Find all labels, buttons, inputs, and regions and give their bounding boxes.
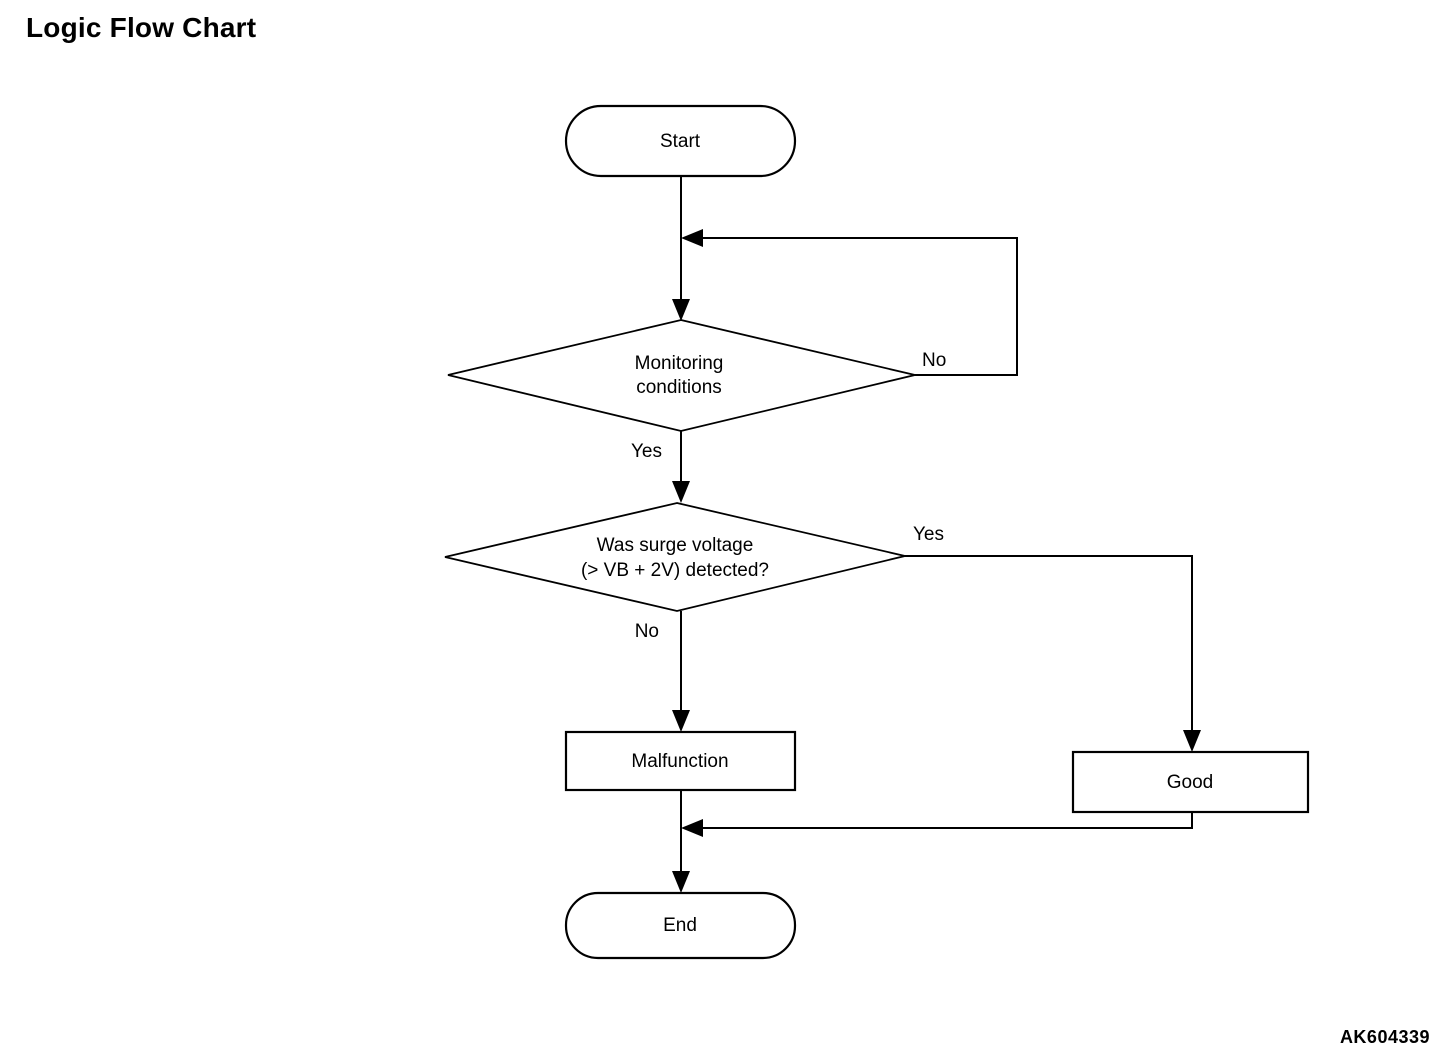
start-label: Start	[660, 131, 701, 152]
edge-surge-yes	[905, 555, 1201, 752]
edge-label-monitoring-yes: Yes	[631, 441, 662, 462]
arrow-into-spine-loop	[681, 229, 703, 247]
node-monitoring[interactable]: Monitoring conditions	[447, 319, 916, 432]
good-label: Good	[1167, 772, 1213, 793]
node-start[interactable]: Start	[564, 104, 797, 178]
arrow-into-malfunction	[672, 710, 690, 732]
edge-start-to-monitoring	[672, 172, 690, 321]
start-shape	[564, 104, 797, 178]
arrow-into-end	[672, 871, 690, 893]
edge-label-surge-yes: Yes	[913, 524, 944, 545]
edge-monitoring-no-loop	[681, 229, 1018, 376]
monitoring-shape	[447, 319, 916, 432]
malfunction-shape	[564, 730, 797, 792]
surge-label-line-2: (> VB + 2V) detected?	[581, 560, 769, 581]
arrow-into-spine-return	[681, 819, 703, 837]
monitoring-label-line-2: conditions	[636, 377, 722, 398]
page-title: Logic Flow Chart	[26, 12, 257, 43]
arrow-into-monitoring	[672, 299, 690, 321]
surge-label-line-1: Was surge voltage	[597, 535, 754, 556]
malfunction-label: Malfunction	[631, 751, 728, 772]
surge-shape	[444, 502, 906, 612]
node-surge-voltage[interactable]: Was surge voltage (> VB + 2V) detected?	[444, 502, 906, 612]
end-label: End	[663, 915, 697, 936]
edge-good-to-end	[681, 812, 1193, 837]
node-malfunction[interactable]: Malfunction	[564, 730, 797, 792]
node-end[interactable]: End	[564, 891, 797, 960]
edge-surge-no	[672, 611, 690, 732]
monitoring-label-line-1: Monitoring	[635, 353, 724, 374]
figure-id-code: AK604339	[1339, 1027, 1430, 1047]
edge-label-monitoring-no: No	[922, 350, 946, 371]
edge-malfunction-to-end	[672, 790, 690, 893]
node-good[interactable]: Good	[1071, 750, 1310, 814]
edge-label-surge-no: No	[635, 621, 659, 642]
arrow-into-good	[1183, 730, 1201, 752]
arrow-into-surge	[672, 481, 690, 503]
edge-monitoring-yes	[672, 431, 690, 503]
good-shape	[1071, 750, 1310, 814]
end-shape	[564, 891, 797, 960]
